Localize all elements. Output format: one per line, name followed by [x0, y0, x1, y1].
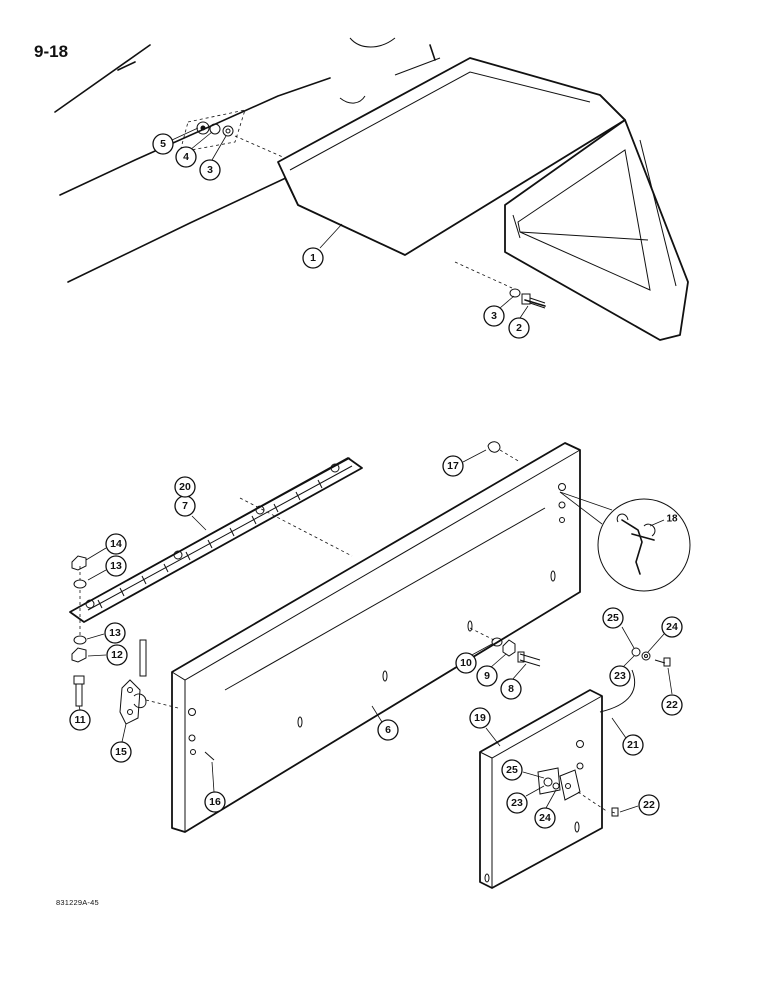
callout-25-lower: 25 [501, 759, 545, 781]
callout-14: 14 [85, 533, 127, 561]
callout-3-top: 3 [199, 135, 227, 181]
small-hardware [71, 441, 671, 817]
svg-text:13: 13 [110, 560, 122, 572]
callout-17: 17 [442, 449, 487, 477]
svg-text:22: 22 [643, 799, 655, 811]
svg-text:3: 3 [207, 164, 213, 176]
callout-13-upper: 13 [87, 555, 127, 581]
svg-text:5: 5 [160, 138, 166, 150]
callout-9: 9 [476, 653, 507, 687]
svg-text:24: 24 [539, 812, 551, 824]
callout-6: 6 [371, 705, 399, 741]
callout-22-lower: 22 [619, 794, 660, 816]
hinge-7 [69, 457, 363, 623]
figure-code: 831229A-45 [56, 898, 99, 907]
svg-text:22: 22 [666, 699, 678, 711]
svg-text:21: 21 [627, 739, 639, 751]
callout-13-lower: 13 [86, 622, 126, 644]
callout-3-bottom: 3 [483, 295, 515, 327]
svg-text:15: 15 [115, 746, 127, 758]
key-detail-18 [559, 491, 691, 592]
callout-19: 19 [469, 707, 501, 747]
svg-text:4: 4 [183, 151, 189, 163]
svg-text:18: 18 [666, 514, 678, 525]
callout-10: 10 [455, 643, 493, 674]
svg-text:14: 14 [110, 538, 122, 550]
svg-text:6: 6 [385, 724, 391, 736]
page-number: 9-18 [34, 42, 69, 61]
machine-body-outline [54, 37, 441, 283]
svg-text:1: 1 [310, 252, 316, 264]
svg-text:11: 11 [74, 714, 85, 726]
svg-text:12: 12 [111, 649, 123, 661]
panel-19 [479, 689, 609, 889]
top-hardware [179, 109, 546, 309]
svg-text:24: 24 [666, 621, 678, 633]
callout-16: 16 [204, 761, 226, 813]
svg-text:19: 19 [474, 712, 486, 724]
svg-text:7: 7 [182, 500, 188, 512]
svg-text:23: 23 [614, 670, 626, 682]
svg-text:25: 25 [506, 764, 518, 776]
svg-text:2: 2 [516, 322, 522, 334]
svg-text:25: 25 [607, 612, 619, 624]
callout-8: 8 [500, 663, 527, 700]
svg-text:10: 10 [460, 657, 472, 669]
svg-text:3: 3 [491, 310, 497, 322]
callout-7: 7 [174, 495, 207, 531]
panel-6 [171, 442, 581, 833]
callout-18: 18 [649, 514, 678, 527]
callout-12: 12 [87, 644, 128, 666]
callout-20: 20 [174, 476, 196, 498]
svg-text:8: 8 [508, 683, 514, 695]
callout-23-lower: 23 [506, 785, 545, 814]
callout-1: 1 [302, 223, 343, 269]
svg-text:20: 20 [179, 481, 191, 493]
callout-25-upper: 25 [602, 607, 635, 649]
callout-11: 11 [69, 705, 91, 731]
fender-cover-1 [277, 57, 689, 341]
callout-24-upper: 24 [647, 616, 683, 653]
callout-4: 4 [175, 131, 213, 168]
callout-2: 2 [508, 305, 530, 339]
callout-22-upper: 22 [661, 667, 683, 716]
svg-text:23: 23 [511, 797, 523, 809]
callout-23-upper: 23 [609, 655, 635, 687]
svg-text:17: 17 [447, 460, 459, 472]
svg-text:9: 9 [484, 670, 490, 682]
callout-24-lower: 24 [534, 789, 557, 829]
svg-text:16: 16 [209, 796, 221, 808]
callout-15: 15 [110, 723, 132, 763]
callout-5: 5 [152, 127, 199, 155]
callout-21: 21 [611, 717, 644, 756]
svg-text:13: 13 [109, 627, 121, 639]
